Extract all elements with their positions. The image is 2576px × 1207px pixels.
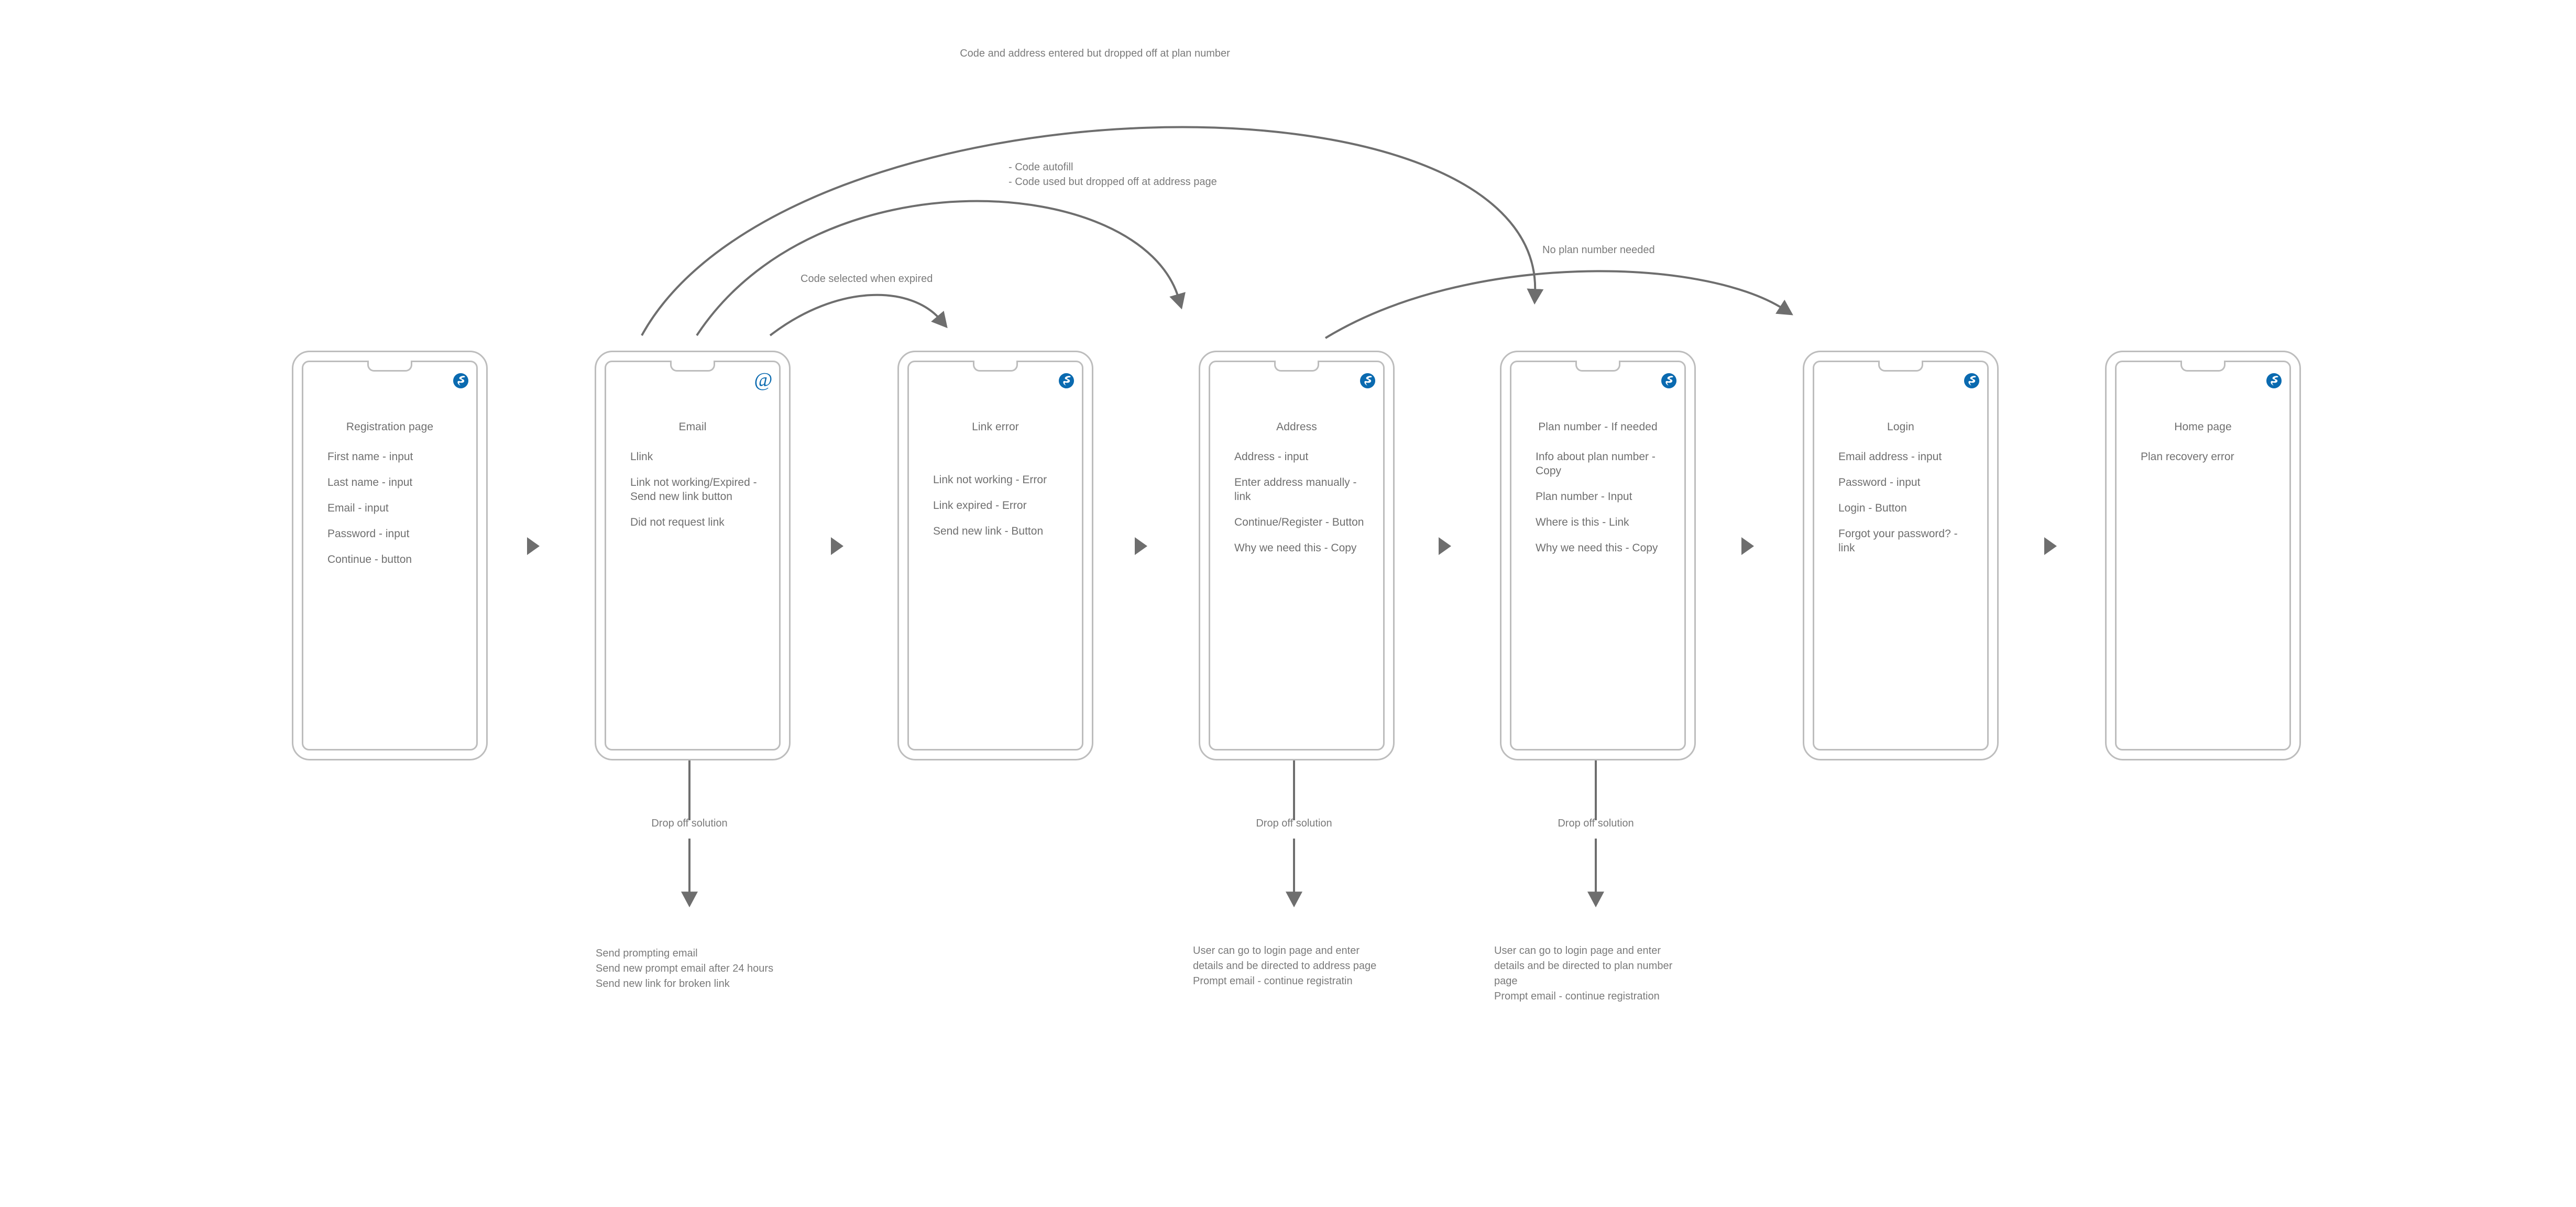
step-arrow-5 xyxy=(1741,537,1754,555)
phone-screen-registration: Registration page First name - input Las… xyxy=(302,360,478,751)
screen-lines-login: Email address - input Password - input L… xyxy=(1838,450,1974,567)
dropoff-label-plan: Drop off solution xyxy=(1558,818,1634,829)
curve-code-expired xyxy=(769,293,948,336)
phone-screen-link-error: Link error Link not working - Error Link… xyxy=(907,360,1083,751)
step-arrow-4 xyxy=(1439,537,1451,555)
step-arrow-6 xyxy=(2044,537,2057,555)
screen-line: Why we need this - Copy xyxy=(1536,541,1658,554)
curve-no-plan-number xyxy=(1324,270,1793,339)
phone-notch-mask xyxy=(1880,360,1922,363)
globe-icon xyxy=(453,373,469,389)
screen-line: Plan number - Input xyxy=(1536,490,1632,503)
phone-screen-login: Login Email address - input Password - i… xyxy=(1813,360,1989,751)
screen-line: First name - input xyxy=(327,451,413,463)
phone-notch xyxy=(367,361,412,372)
phone-address[interactable]: Address Address - input Enter address ma… xyxy=(1199,351,1395,760)
phone-notch-mask xyxy=(2182,360,2224,363)
screen-line: Enter address manually - link xyxy=(1234,476,1357,503)
screen-line: Last name - input xyxy=(327,476,413,488)
phone-login[interactable]: Login Email address - input Password - i… xyxy=(1803,351,1999,760)
screen-line: Where is this - Link xyxy=(1536,516,1629,528)
phone-notch xyxy=(1274,361,1319,372)
phone-screen-home: Home page Plan recovery error xyxy=(2115,360,2291,751)
screen-title-link-error: Link error xyxy=(972,421,1019,433)
phone-notch-mask xyxy=(672,360,714,363)
globe-icon xyxy=(1360,373,1376,389)
at-icon: @ xyxy=(754,369,773,391)
phone-notch-mask xyxy=(369,360,411,363)
screen-lines-link-error: Link not working - Error Link expired - … xyxy=(933,473,1068,550)
screen-line: Password - input xyxy=(1838,476,1921,488)
flow-note-code-expired: Code selected when expired xyxy=(801,273,933,285)
flow-note-no-plan-number: No plan number needed xyxy=(1542,244,1655,256)
phone-notch xyxy=(973,361,1018,372)
screen-line: Login - Button xyxy=(1838,502,1907,514)
phone-screen-plan-number: Plan number - If needed Info about plan … xyxy=(1510,360,1686,751)
globe-icon xyxy=(1058,373,1075,389)
phone-home[interactable]: Home page Plan recovery error xyxy=(2105,351,2301,760)
phone-screen-email: @ Email Llink Link not working/Expired -… xyxy=(605,360,781,751)
screen-title-registration: Registration page xyxy=(346,421,434,433)
screen-line: Link not working - Error xyxy=(933,474,1047,486)
screen-line: Email address - input xyxy=(1838,451,1942,463)
phone-registration[interactable]: Registration page First name - input Las… xyxy=(292,351,488,760)
dropoff-label-address: Drop off solution xyxy=(1256,818,1332,829)
phone-screen-address: Address Address - input Enter address ma… xyxy=(1209,360,1385,751)
phone-notch xyxy=(1575,361,1620,372)
screen-lines-email: Llink Link not working/Expired - Send ne… xyxy=(630,450,765,541)
phone-link-error[interactable]: Link error Link not working - Error Link… xyxy=(897,351,1093,760)
globe-icon xyxy=(2266,373,2282,389)
screen-line: Address - input xyxy=(1234,451,1309,463)
screen-line: Plan recovery error xyxy=(2141,451,2234,463)
phone-notch-mask xyxy=(974,360,1016,363)
screen-line: Email - input xyxy=(327,502,389,514)
phone-notch xyxy=(1878,361,1923,372)
phone-plan-number[interactable]: Plan number - If needed Info about plan … xyxy=(1500,351,1696,760)
phone-notch xyxy=(670,361,715,372)
step-arrow-1 xyxy=(527,537,540,555)
screen-line: Forgot your password? - link xyxy=(1838,527,1958,554)
screen-lines-home: Plan recovery error xyxy=(2141,450,2276,476)
screen-lines-registration: First name - input Last name - input Ema… xyxy=(327,450,463,578)
screen-line: Continue - button xyxy=(327,553,412,566)
dropoff-text-address: User can go to login page and enter deta… xyxy=(1193,945,1377,987)
screen-line: Why we need this - Copy xyxy=(1234,541,1357,554)
screen-line: Llink xyxy=(630,451,653,463)
step-arrow-2 xyxy=(831,537,843,555)
screen-line: Continue/Register - Button xyxy=(1234,516,1364,528)
curve-code-autofill xyxy=(696,200,1186,336)
screen-title-address: Address xyxy=(1276,421,1317,433)
screen-title-email: Email xyxy=(678,421,707,433)
screen-line: Link expired - Error xyxy=(933,499,1027,512)
flow-note-plan-dropoff: Code and address entered but dropped off… xyxy=(960,48,1230,59)
phone-notch xyxy=(2180,361,2226,372)
globe-icon xyxy=(1661,373,1677,389)
screen-line: Did not request link xyxy=(630,516,725,528)
phone-email[interactable]: @ Email Llink Link not working/Expired -… xyxy=(595,351,791,760)
screen-title-plan-number: Plan number - If needed xyxy=(1538,421,1658,433)
screen-line: Info about plan number - Copy xyxy=(1536,451,1656,477)
screen-line: Send new link - Button xyxy=(933,525,1044,537)
screen-lines-address: Address - input Enter address manually -… xyxy=(1234,450,1369,567)
screen-line: Password - input xyxy=(327,527,410,540)
step-arrow-3 xyxy=(1135,537,1147,555)
screen-title-home: Home page xyxy=(2174,421,2232,433)
flow-note-code-autofill: - Code autofill - Code used but dropped … xyxy=(1009,161,1217,188)
dropoff-label-email: Drop off solution xyxy=(651,818,728,829)
screen-title-login: Login xyxy=(1887,421,1914,433)
curve-plan-number-dropoff xyxy=(641,126,1544,336)
globe-icon xyxy=(1964,373,1980,389)
dropoff-text-plan: User can go to login page and enter deta… xyxy=(1494,945,1673,1002)
screen-line: Link not working/Expired - Send new link… xyxy=(630,476,757,503)
screen-lines-plan-number: Info about plan number - Copy Plan numbe… xyxy=(1536,450,1671,567)
phone-notch-mask xyxy=(1276,360,1318,363)
phone-notch-mask xyxy=(1577,360,1619,363)
dropoff-text-email: Send prompting email Send new prompt ema… xyxy=(596,948,774,989)
